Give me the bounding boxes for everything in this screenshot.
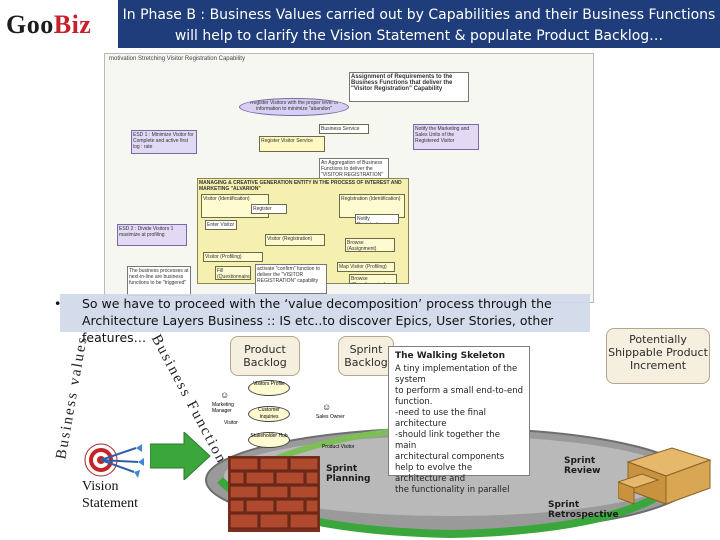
note-bottom-mid: activate "confirm" function to deliver t… — [255, 264, 327, 294]
use-case-diagram: Visitors Profile Customer Inquiries Stak… — [212, 372, 372, 464]
brick-wall-icon — [228, 456, 320, 532]
goal-top: Register Visitors with the proper level … — [239, 98, 349, 116]
func-profiling: Visitor (Profiling) — [203, 252, 263, 262]
func-browse: Browse (Assignment) — [345, 238, 395, 252]
skeleton-line: help to evolve the architecture and — [395, 463, 473, 484]
bullet-text: So we have to proceed with the ‘value de… — [82, 296, 554, 345]
walking-skeleton-box: The Walking Skeleton A tiny implementati… — [388, 346, 530, 495]
register-visitor-service: Register Visitor Service — [259, 136, 325, 152]
func-visitor-registration: Visitor (Registration) — [265, 234, 325, 246]
vision-line-1: Vision — [82, 479, 119, 494]
func-fill: Fill (Questionnaire) — [215, 266, 251, 280]
skeleton-line: the functionality in parallel — [395, 485, 510, 495]
potentially-shippable-label: Potentially Shippable Product Increment — [608, 333, 708, 372]
product-backlog-label: Product Backlog — [243, 343, 287, 369]
capability-diagram: motivation Stretching Visitor Registrati… — [104, 53, 594, 303]
actor-marketing-manager: Marketing Manager — [212, 402, 234, 414]
aggregation-note: An Aggregation of Business Functions to … — [319, 158, 389, 180]
requirement-left-2: ESD 2 : Divide Visitors 1 maximize at pr… — [117, 224, 187, 246]
actor-visitor: Visitor — [224, 420, 238, 426]
skeleton-line: function. — [395, 397, 433, 407]
target-dart-icon — [84, 443, 144, 478]
diagram-header: motivation Stretching Visitor Registrati… — [109, 56, 245, 62]
actor-icon: ☺ — [220, 390, 230, 400]
logo-text: Goo — [6, 10, 54, 39]
green-arrow-icon — [150, 432, 211, 480]
func-enter-visitor: Enter Visitor — [205, 220, 237, 230]
assignment-note: Assignment of Requirements to the Busine… — [349, 72, 469, 102]
func-browse-questionnaire: Browse (Questionnaire) — [349, 274, 397, 284]
skeleton-line: architectural components — [395, 452, 505, 462]
vision-statement: Vision Statement — [82, 478, 138, 512]
title-bar — [118, 0, 720, 48]
product-backlog-panel: Product Backlog — [230, 336, 300, 376]
usecase-visitors-profile: Visitors Profile — [248, 380, 290, 396]
business-service: Business Service — [319, 124, 369, 134]
potentially-shippable-panel: Potentially Shippable Product Increment — [606, 328, 710, 384]
usecase-stakeholder-hub: Stakeholder Hub — [248, 432, 290, 448]
actor-product-visitor: Product Visitor — [322, 444, 355, 450]
skeleton-line: -should link together the main — [395, 430, 500, 451]
bullet-marker: • — [54, 296, 62, 311]
skeleton-title: The Walking Skeleton — [395, 351, 506, 361]
usecase-customer-inquiries: Customer Inquiries — [248, 406, 290, 422]
notify-requirement: Notify the Marketing and Sales Units of … — [413, 124, 479, 150]
skeleton-line: A tiny implementation of the system — [395, 364, 518, 385]
slide-title: In Phase B : Business Values carried out… — [122, 7, 716, 44]
requirement-left: ESD 1 : Minimize Visitor for Complete an… — [131, 130, 197, 154]
func-notify: Notify Registration — [355, 214, 399, 224]
actor-sales-owner: Sales Owner — [316, 414, 345, 420]
vision-line-2: Statement — [82, 496, 138, 511]
skeleton-line: -need to use the final architecture — [395, 408, 486, 429]
skeleton-line: to perform a small end-to-end — [395, 386, 523, 396]
capability-title: MANAGING & CREATIVE GENERATION ENTITY IN… — [199, 180, 402, 192]
sprint-backlog-label: Sprint Backlog — [344, 343, 388, 369]
func-register: Register — [251, 204, 287, 214]
shipping-package-icon — [618, 447, 712, 505]
func-map-visitor: Map Visitor (Profiling) — [337, 262, 395, 272]
logo-accent-text: Biz — [53, 10, 92, 39]
actor-icon: ☺ — [322, 402, 332, 412]
func-identification: Visitor (Identification) — [201, 194, 269, 218]
sprint-planning-label: Sprint Planning — [326, 464, 371, 484]
bullet-band — [60, 294, 590, 332]
logo: GooBiz — [6, 10, 91, 40]
sprint-retrospective-label: Sprint Retrospective — [548, 500, 619, 520]
sprint-review-label: Sprint Review — [564, 456, 601, 476]
note-bottom-left: The business processes at next-in-line a… — [127, 266, 191, 296]
sprint-backlog-panel: Sprint Backlog — [338, 336, 394, 376]
scrum-process-graphic — [205, 425, 695, 539]
